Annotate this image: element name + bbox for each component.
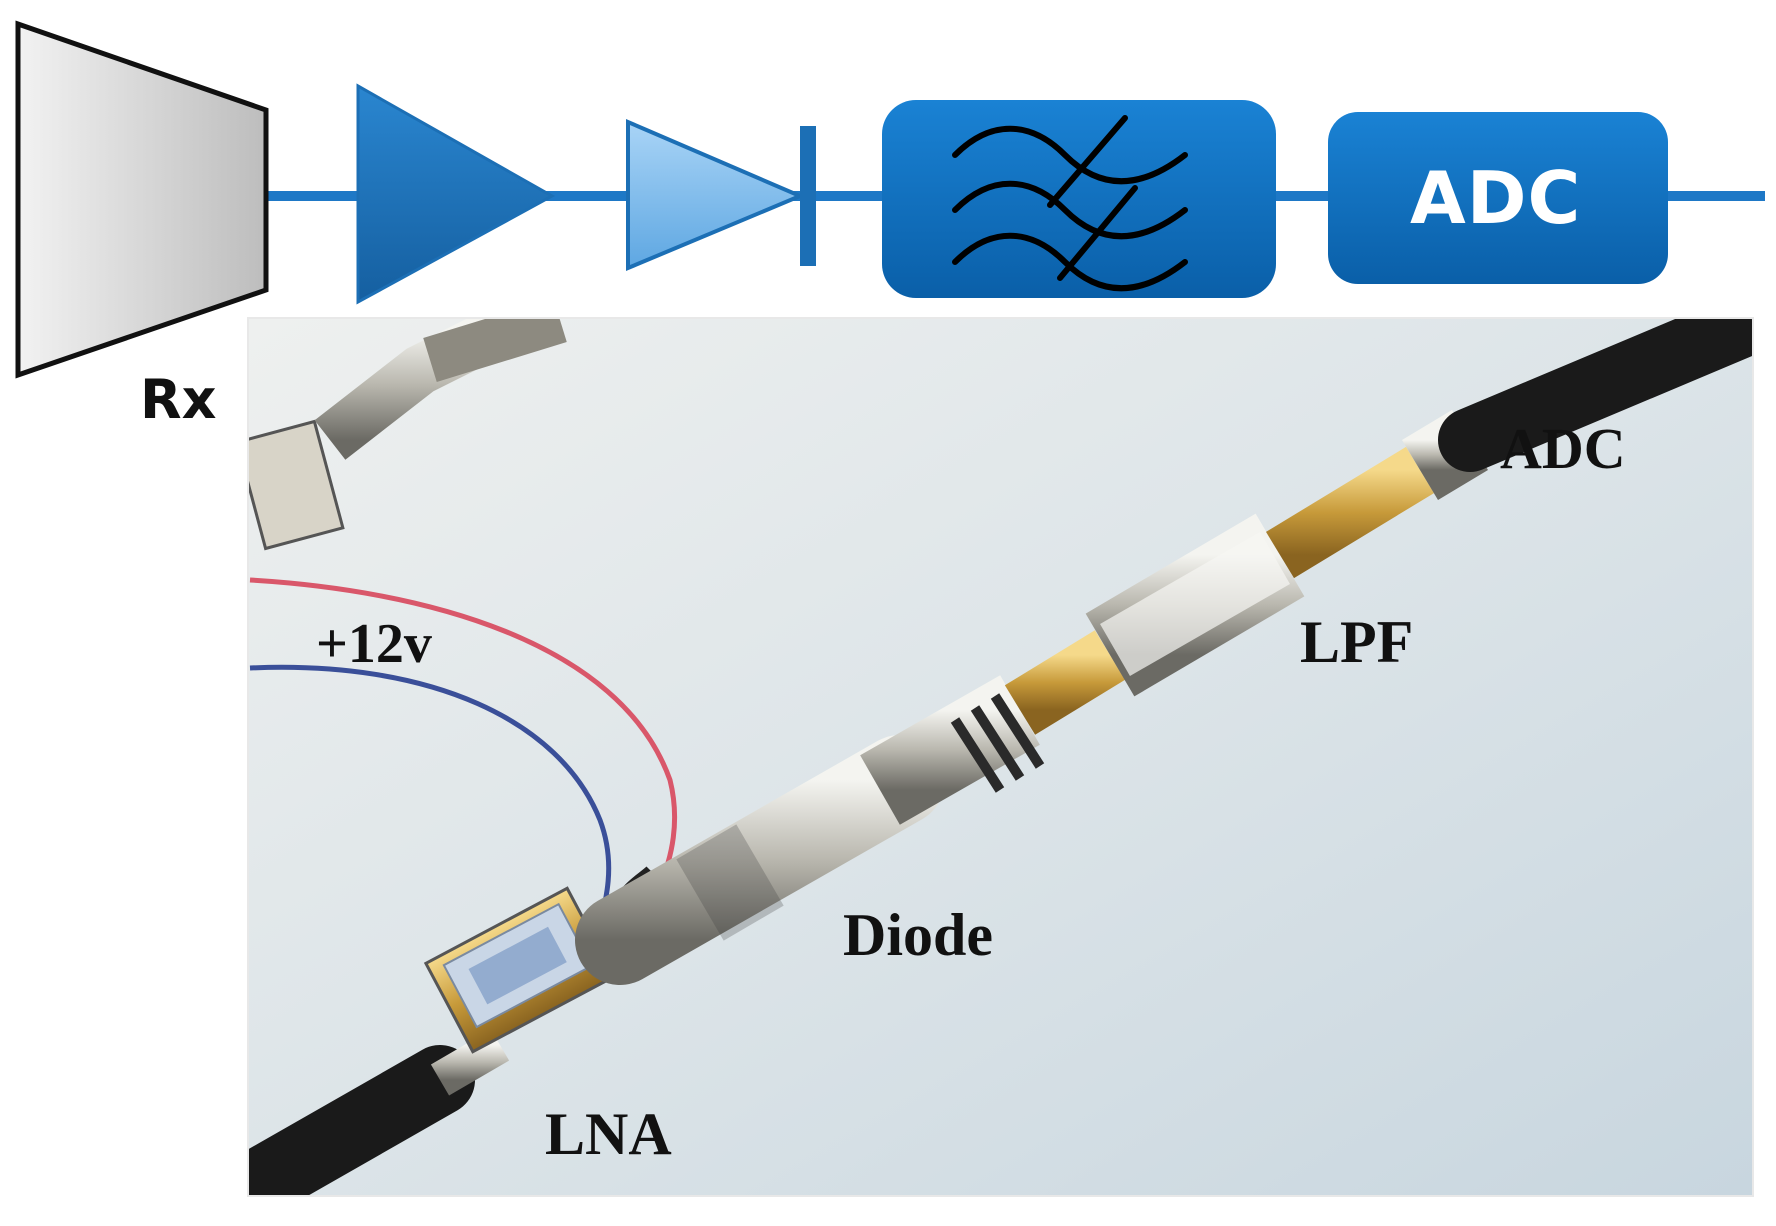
amplifier-icon xyxy=(356,83,556,305)
adc-block xyxy=(1328,112,1668,284)
adc-block-label: ADC xyxy=(1410,156,1582,240)
filter-block xyxy=(882,100,1276,298)
antenna-icon xyxy=(15,20,269,379)
lna-label: LNA xyxy=(545,1101,672,1167)
diode-label: Diode xyxy=(843,902,993,968)
adc-photo-label: ADC xyxy=(1500,416,1626,481)
hardware-photo xyxy=(248,318,1753,1196)
supply-label: +12v xyxy=(316,613,432,675)
diode-icon xyxy=(800,126,816,266)
photo-frame xyxy=(247,317,1754,1197)
filter-icon xyxy=(952,115,1188,292)
amplifier-icon xyxy=(626,118,806,272)
lpf-label: LPF xyxy=(1300,609,1414,675)
rx-label: Rx xyxy=(140,368,217,431)
